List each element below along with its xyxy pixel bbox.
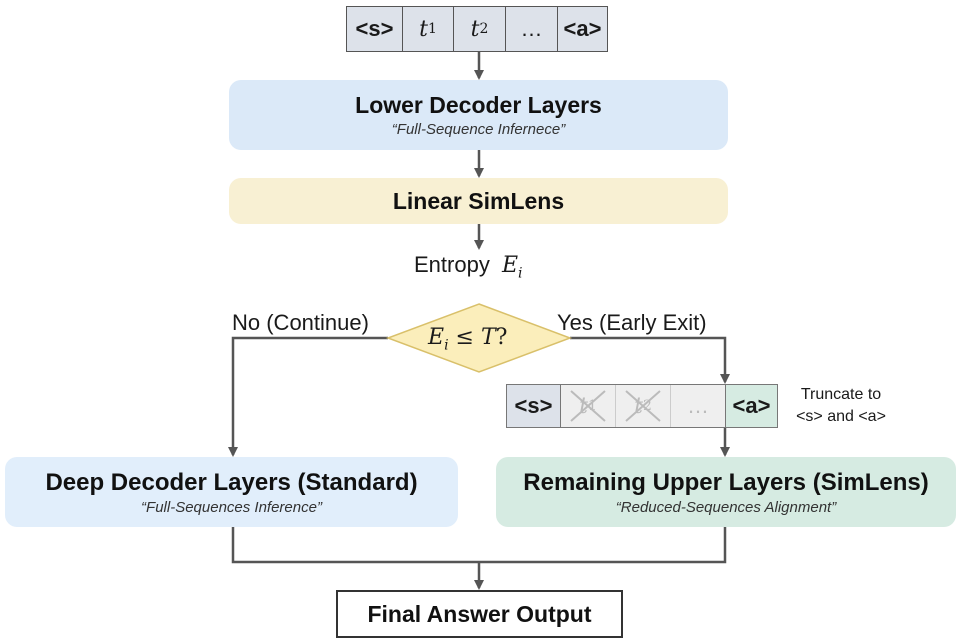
remaining-upper-subtitle: “Reduced-Sequences Alignment” — [615, 498, 837, 516]
truncated-token-a: <a> — [726, 385, 777, 427]
linear-simlens-title: Linear SimLens — [392, 187, 565, 214]
branch-yes-label: Yes (Early Exit) — [557, 310, 707, 335]
branch-no-line — [228, 336, 388, 457]
token-a: <a> — [563, 16, 602, 41]
decision-condition: Ei ≤ T? — [428, 325, 508, 354]
truncated-token-s: <s> — [507, 385, 561, 427]
decision-diamond — [385, 303, 573, 373]
remaining-upper-title: Remaining Upper Layers (SimLens) — [523, 468, 929, 496]
entropy-label: Entropy Ei — [414, 252, 523, 282]
lower-decoder-subtitle: “Full-Sequence Infernece” — [391, 121, 566, 138]
lower-decoder-layers-block: Lower Decoder Layers “Full-Sequence Infe… — [229, 80, 728, 150]
final-answer-title: Final Answer Output — [367, 600, 592, 627]
strike-icon — [625, 390, 661, 422]
linear-simlens-block: Linear SimLens — [229, 178, 728, 224]
deep-decoder-subtitle: “Full-Sequences Inference” — [141, 498, 322, 516]
branch-no-label: No (Continue) — [232, 310, 369, 335]
final-answer-output-block: Final Answer Output — [336, 590, 623, 638]
deep-decoder-layers-block: Deep Decoder Layers (Standard) “Full-Seq… — [5, 457, 458, 527]
token-s: <s> — [347, 7, 403, 51]
truncated-token-ellipsis: … — [671, 385, 726, 427]
strike-icon — [570, 390, 606, 422]
lower-decoder-title: Lower Decoder Layers — [355, 92, 602, 118]
branch-yes-line — [570, 336, 730, 384]
merge-line — [231, 527, 727, 564]
entropy-symbol: Ei — [501, 253, 523, 282]
truncate-note: Truncate to <s> and <a> — [796, 386, 886, 425]
deep-decoder-title: Deep Decoder Layers (Standard) — [45, 468, 418, 496]
token-ellipsis: … — [506, 7, 558, 51]
remaining-upper-layers-block: Remaining Upper Layers (SimLens) “Reduce… — [496, 457, 956, 527]
